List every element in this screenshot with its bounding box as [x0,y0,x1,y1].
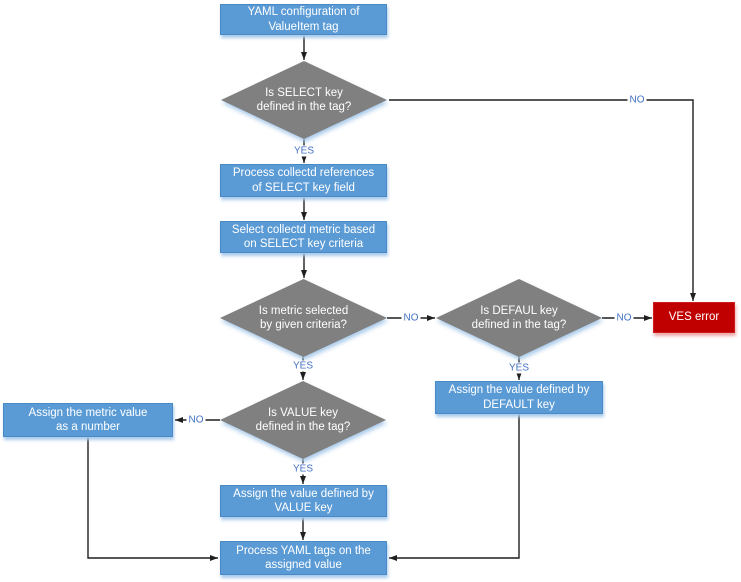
node-assign-metric-number-label: Assign the metric value as a number [28,406,148,434]
node-select-key-decision: Is SELECT key defined in the tag? [221,61,387,139]
node-value-key-decision-label: Is VALUE key defined in the tag? [255,406,351,434]
node-assign-value: Assign the value defined by VALUE key [220,485,387,517]
node-ves-error: VES error [653,302,735,333]
edge-label-select-no: NO [627,94,647,106]
node-default-key-decision: Is DEFAUL key defined in the tag? [436,279,602,357]
node-process-yaml-tags-label: Process YAML tags on the assigned value [236,544,371,572]
edge-label-metric-yes: YES [290,360,316,372]
edge-label-default-no: NO [614,312,634,324]
node-default-key-decision-label: Is DEFAUL key defined in the tag? [471,304,567,332]
node-start: YAML configuration of ValueItem tag [220,4,387,35]
node-metric-selected-decision: Is metric selected by given criteria? [220,279,387,357]
edge-label-metric-no: NO [401,312,421,324]
edge-label-select-yes: YES [291,145,317,157]
node-process-references: Process collectd references of SELECT ke… [220,164,387,197]
node-select-metric: Select collectd metric based on SELECT k… [220,221,387,253]
node-assign-metric-number: Assign the metric value as a number [3,403,173,437]
node-assign-default-label: Assign the value defined by DEFAULT key [448,384,590,411]
node-assign-value-label: Assign the value defined by VALUE key [233,487,374,515]
edge-label-value-yes: YES [290,463,316,475]
edge-label-value-no: NO [186,414,206,426]
node-start-label: YAML configuration of ValueItem tag [247,6,360,33]
node-select-key-decision-label: Is SELECT key defined in the tag? [256,86,352,114]
edge-label-default-yes: YES [506,362,532,374]
node-select-metric-label: Select collectd metric based on SELECT k… [231,223,376,251]
node-metric-selected-decision-label: Is metric selected by given criteria? [258,304,349,332]
node-assign-default: Assign the value defined by DEFAULT key [435,381,603,414]
node-value-key-decision: Is VALUE key defined in the tag? [220,381,386,459]
node-process-yaml-tags: Process YAML tags on the assigned value [220,541,387,575]
node-ves-error-label: VES error [668,311,720,324]
node-process-references-label: Process collectd references of SELECT ke… [232,167,375,194]
